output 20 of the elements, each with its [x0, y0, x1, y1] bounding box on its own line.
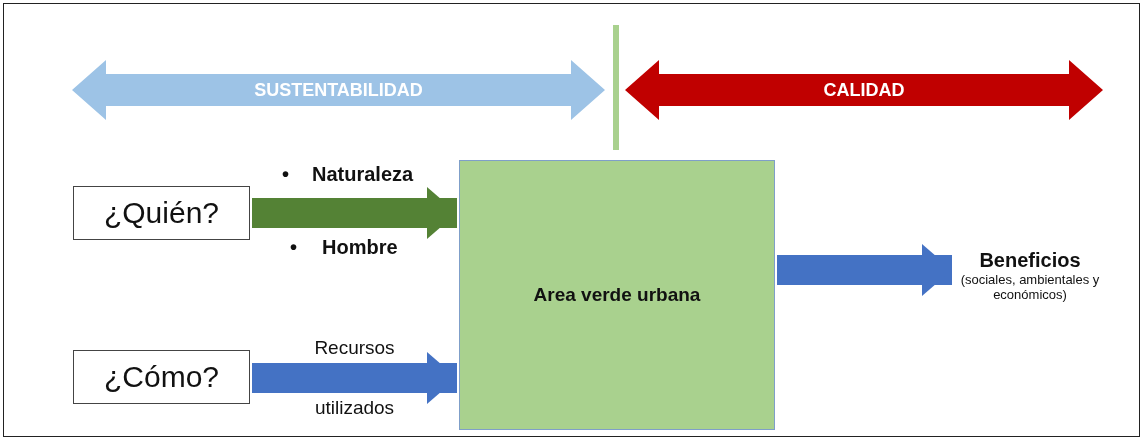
- bullet-text: Hombre: [322, 236, 398, 259]
- double-arrow-banner: [625, 60, 1103, 120]
- bullet-mark: •: [290, 236, 297, 259]
- bullet-mark: •: [282, 163, 289, 186]
- heading-text: Beneficios: [979, 248, 1081, 272]
- question-box: [73, 350, 250, 404]
- question-box: [73, 186, 250, 240]
- block-arrow: [252, 187, 457, 239]
- node-text: CALIDAD: [823, 79, 905, 101]
- detail-text: (sociales, ambientales y económicos): [959, 271, 1101, 302]
- node-text: Area verde urbana: [533, 284, 701, 306]
- double-arrow-banner: [72, 60, 605, 120]
- node-text: ¿Cómo?: [103, 360, 219, 394]
- bullet-text: Naturaleza: [312, 163, 414, 186]
- area-box: [459, 160, 775, 430]
- edge-label: Recursos utilizados: [313, 336, 396, 420]
- block-arrow: [252, 352, 457, 404]
- block-arrow: [777, 244, 952, 296]
- node-text: ¿Quién?: [103, 196, 220, 230]
- node-text: SUSTENTABILIDAD: [254, 79, 423, 101]
